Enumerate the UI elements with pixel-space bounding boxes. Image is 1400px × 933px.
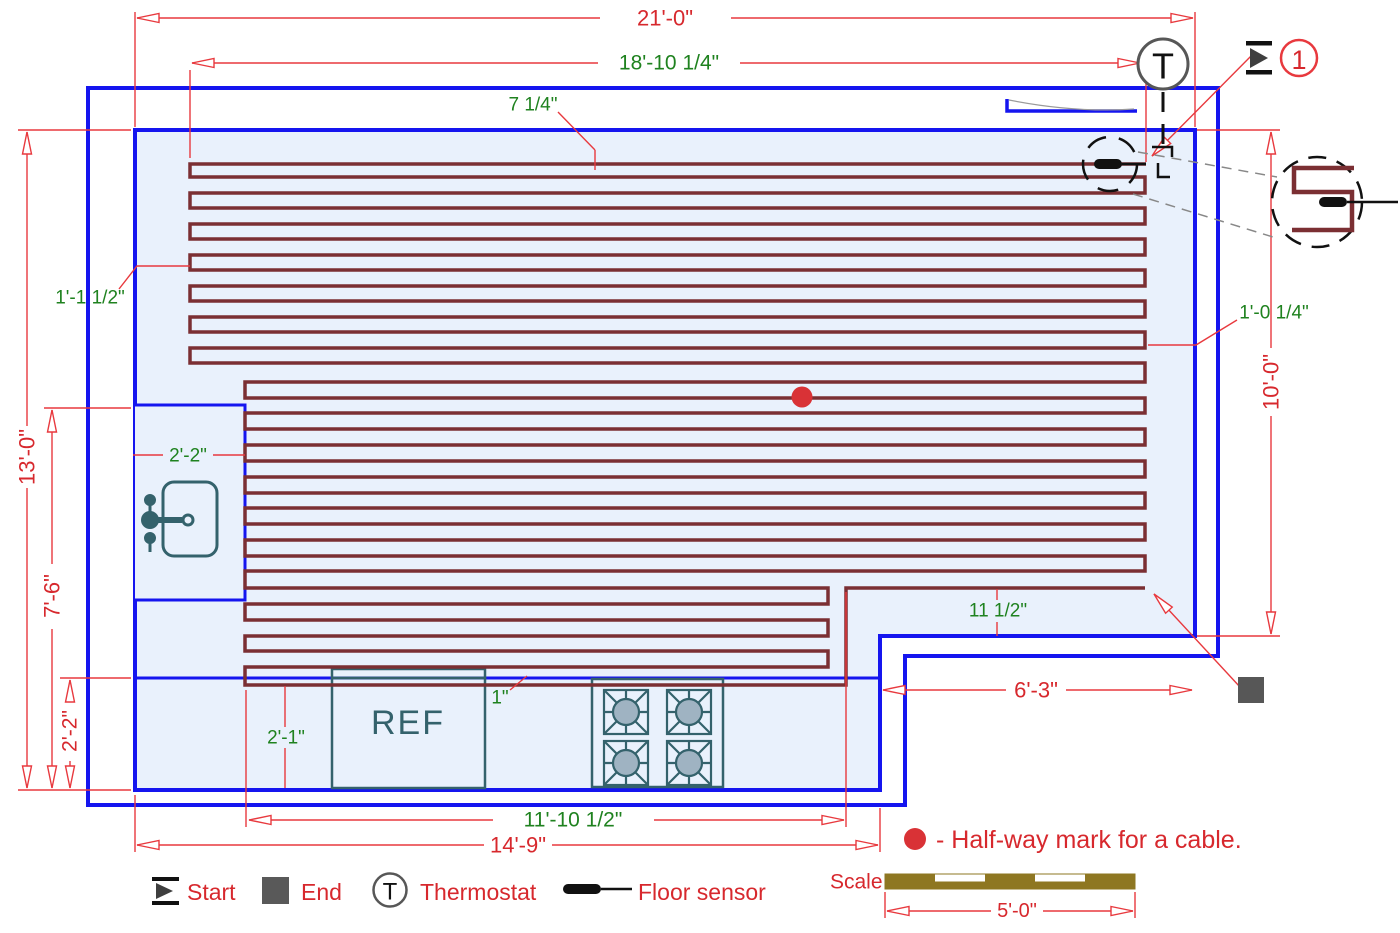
dim-overall-height: 13'-0" [15, 429, 40, 485]
dim-heating-width: 18'-10 1/4" [619, 52, 719, 75]
legend-floor-sensor-symbol [563, 884, 632, 894]
dim-left-cable-offset: 1'-1 1/2" [55, 288, 125, 309]
burner [602, 739, 650, 787]
legend-start-symbol [152, 877, 179, 905]
legend-start-label: Start [187, 879, 236, 905]
detail-cable-turn [1291, 165, 1355, 233]
outer-wall [86, 86, 1220, 807]
dim-scale-span: 5'-0" [997, 900, 1037, 922]
legend-thermostat-symbol [372, 872, 408, 908]
detail-floor-sensor [1319, 197, 1347, 207]
legend-thermostat-symbol-letter: T [383, 879, 398, 906]
start-symbol [1246, 41, 1272, 75]
legend: Start End T Thermostat Floor sensor [152, 872, 766, 908]
scale-bar: Scale [830, 871, 1136, 894]
dim-counter-depth: 2'-1" [267, 728, 305, 749]
dim-right-cable-offset: 1'-0 1/4" [1239, 303, 1309, 324]
dim-notch-offset: 11 1/2" [969, 601, 1027, 622]
detail-link-lower [1132, 193, 1274, 238]
legend-floor-sensor-label: Floor sensor [638, 879, 766, 905]
halfway-note: - Half-way mark for a cable. [904, 826, 1242, 854]
sensor-lead-brackets [1152, 145, 1174, 179]
sink [141, 480, 219, 558]
fixtures: REF [135, 403, 880, 790]
dim-bottom-counter-height: 2'-2" [59, 710, 82, 752]
dimension-text-backgrounds [163, 445, 1031, 748]
refrigerator-label: REF [371, 704, 445, 742]
halfway-legend-dot [904, 828, 926, 850]
dim-notch-width: 6'-3" [1014, 678, 1058, 703]
leader-callout-to-start [1151, 51, 1256, 157]
thermostat-and-sensor: T 1 [1081, 37, 1398, 703]
legend-end-label: End [301, 879, 342, 905]
leader-left-offset [118, 265, 190, 290]
cable-start-detail-view [1270, 155, 1398, 249]
faucet-spout [181, 513, 195, 527]
thermostat-icon [1136, 37, 1190, 91]
detail-area-circle [1081, 135, 1139, 193]
dim-cable-gap: 1" [491, 688, 508, 709]
cable-serpentine [188, 162, 1147, 687]
leader-cable-gap [509, 675, 528, 691]
burner [665, 688, 713, 736]
door [1005, 99, 1137, 113]
halfway-mark-dot [791, 386, 813, 408]
floor-sensor-icon [1094, 159, 1122, 169]
dim-bottom-span: 14'-9" [490, 833, 546, 858]
dim-top-offset: 7 1/4" [508, 95, 557, 116]
dim-lower-left-height: 7'-6" [40, 574, 65, 618]
burner [602, 688, 650, 736]
dim-sink-counter-width: 2'-2" [169, 446, 207, 467]
heating-cable [188, 162, 1147, 687]
detail-link-upper [1137, 151, 1278, 178]
leader-right-offset [1148, 319, 1238, 346]
stove-outline [590, 677, 725, 789]
scale-label: Scale [830, 871, 883, 894]
refrigerator [330, 676, 487, 790]
burner [665, 739, 713, 787]
callout-number: 1 [1291, 45, 1306, 75]
dim-overall-width: 21'-0" [637, 6, 693, 31]
dimensions [18, 12, 1280, 918]
halfway-note-text: - Half-way mark for a cable. [936, 826, 1242, 854]
leader-end-symbol [1153, 593, 1241, 688]
dimension-texts: 21'-0" 18'-10 1/4" 7 1/4" 1'-1 1/2" 2'-2… [15, 6, 1309, 923]
sink-counter [135, 403, 247, 602]
dim-right-height: 10'-0" [1259, 354, 1284, 410]
callout-bubble [1279, 38, 1319, 78]
legend-end-symbol [262, 877, 289, 904]
door-swing-arc [1008, 99, 1135, 111]
faucet-handle-bottom [144, 532, 156, 544]
leader-top-offset [557, 111, 596, 170]
stove [590, 677, 725, 789]
faucet-handle-top [144, 494, 156, 506]
end-symbol [1238, 677, 1264, 703]
dim-counter-span: 11'-10 1/2" [524, 809, 623, 832]
thermostat-symbol: T [1152, 46, 1174, 87]
legend-thermostat-label: Thermostat [420, 879, 537, 905]
